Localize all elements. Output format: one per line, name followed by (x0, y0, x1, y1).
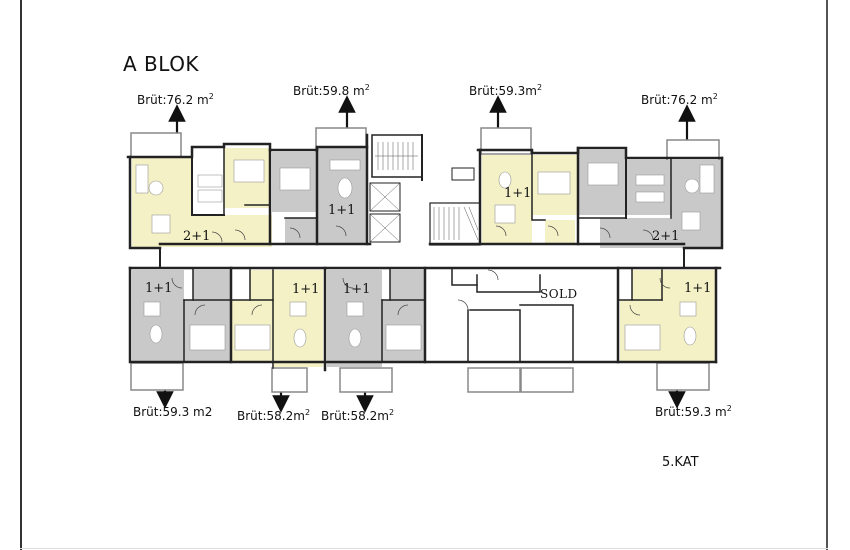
frame-bottom-border (20, 548, 828, 549)
furniture (135, 159, 715, 351)
unit-bottom-mid-fill (327, 270, 425, 367)
unit-type-bottom-mid: 1+1 (343, 282, 370, 297)
unit-bottom-mid-left-fill (231, 270, 323, 367)
floor-label: 5.KAT (662, 455, 699, 470)
frame-left-border (20, 0, 22, 550)
corridor (160, 248, 684, 268)
unit-type-top-mid-left: 1+1 (328, 203, 355, 218)
area-label-top-3: Brüt:59.3m2 (469, 83, 543, 98)
frame-right-border (826, 0, 828, 550)
unit-type-bottom-right: 1+1 (684, 281, 711, 296)
area-label-top-2: Brüt:59.8 m2 (293, 83, 370, 98)
area-label-bottom-1: Brüt:59.3 m2 (133, 405, 213, 419)
stair-core (369, 134, 481, 246)
unit-type-bottom-mid-left: 1+1 (292, 282, 319, 297)
unit-bottom-left-fill (132, 270, 231, 362)
unit-type-top-left: 2+1 (183, 229, 210, 244)
sold-label: SOLD (540, 287, 578, 301)
block-title: A BLOK (123, 52, 200, 76)
unit-type-top-right: 2+1 (652, 229, 679, 244)
area-label-top-1: Brüt:76.2 m2 (137, 92, 214, 107)
walls (126, 133, 724, 372)
unit-type-bottom-left: 1+1 (145, 281, 172, 296)
area-label-top-4: Brüt:76.2 m2 (641, 92, 718, 107)
doors (171, 225, 671, 316)
unit-type-top-mid-right: 1+1 (504, 186, 531, 201)
